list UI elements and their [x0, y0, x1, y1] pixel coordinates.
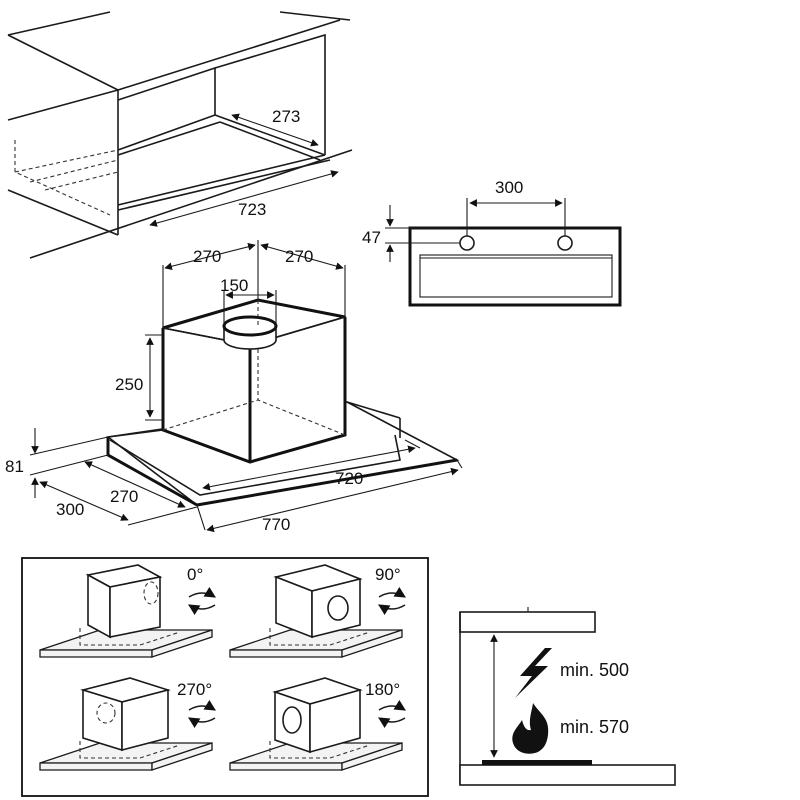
lightning-icon [515, 648, 552, 698]
cabinet-drawing: 273 723 [7, 11, 353, 259]
electric-clearance-label: min. 500 [560, 660, 629, 680]
wall-plate-spacing-dim: 300 [495, 178, 523, 197]
hood-depth-dim: 300 [56, 500, 84, 519]
clearance-drawing: min. 500 min. 570 [459, 607, 676, 786]
duct-diameter-dim: 150 [220, 276, 248, 295]
rotate-icon [378, 586, 406, 616]
rotation-0-label: 0° [187, 565, 203, 584]
rotation-180-figure: 180° [229, 677, 406, 771]
cabinet-depth-dim: 273 [272, 107, 300, 126]
rotation-panel [21, 557, 429, 797]
flame-icon [512, 703, 549, 754]
gas-clearance-label: min. 570 [560, 717, 629, 737]
hood-width-dim: 770 [262, 515, 290, 534]
rotation-270-figure: 270° [39, 677, 216, 771]
rotation-270-label: 270° [177, 680, 212, 699]
panel-height-dim: 81 [5, 457, 24, 476]
rotation-90-label: 90° [375, 565, 401, 584]
cabinet-width-dim: 723 [238, 200, 266, 219]
hood-left-dim: 270 [193, 247, 221, 266]
motor-depth-dim: 270 [110, 487, 138, 506]
hood-right-dim: 270 [285, 247, 313, 266]
rotate-icon [188, 586, 216, 616]
wall-plate-drawing: 300 47 [362, 178, 622, 307]
motor-width-dim: 720 [335, 469, 363, 488]
wall-plate-offset-dim: 47 [362, 228, 381, 247]
rotation-90-figure: 90° [229, 564, 406, 658]
rotate-icon [378, 699, 406, 729]
hood-drawing: 270 270 150 250 81 720 270 300 770 [5, 240, 463, 534]
rotation-0-figure: 0° [39, 564, 216, 658]
motor-height-dim: 250 [115, 375, 143, 394]
rotate-icon [188, 699, 216, 729]
rotation-180-label: 180° [365, 680, 400, 699]
